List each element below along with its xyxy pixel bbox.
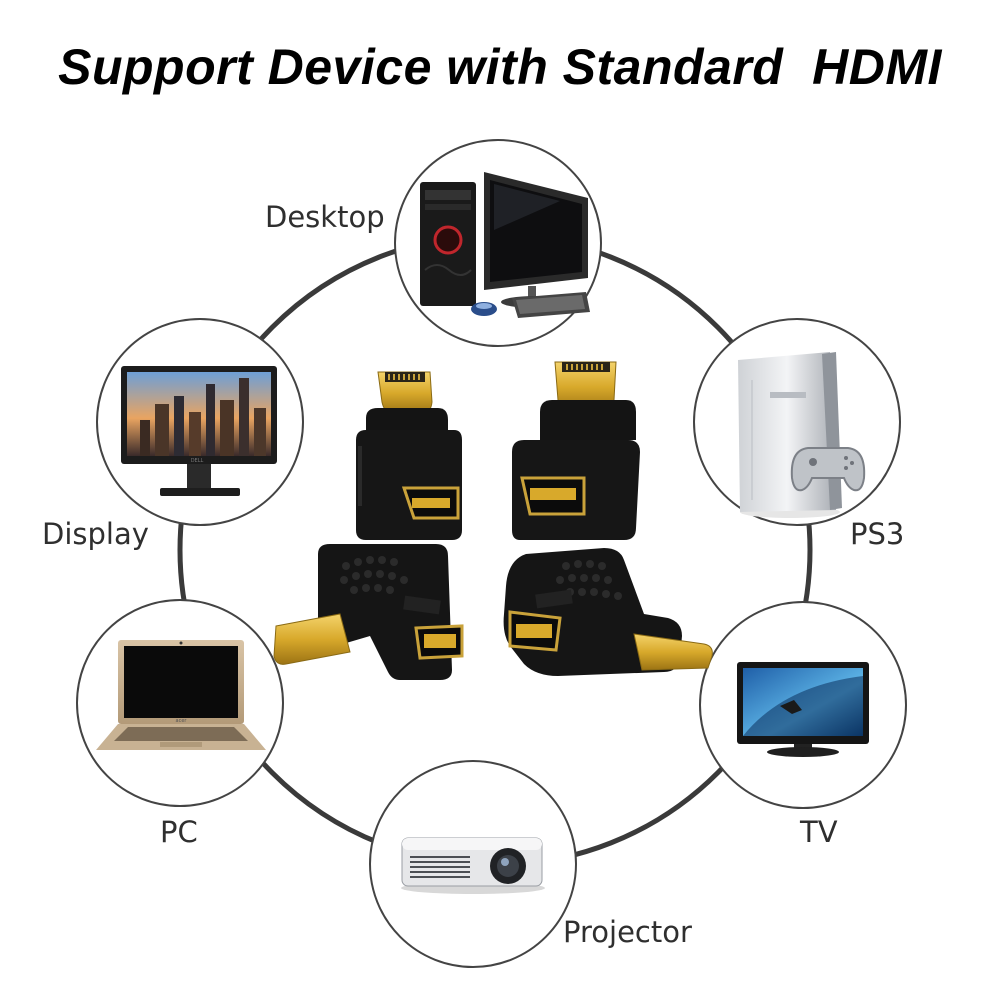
svg-text:DELL: DELL xyxy=(191,458,204,464)
hdmi-adapter-left-angle xyxy=(273,544,464,680)
desktop-label: Desktop xyxy=(265,200,385,234)
ps3-label: PS3 xyxy=(850,517,905,551)
tv-device-circle xyxy=(699,601,907,809)
display-device-circle: DELL xyxy=(96,318,304,526)
ps3-console-icon xyxy=(738,352,842,518)
projector-label: Projector xyxy=(563,915,692,949)
desktop-device-circle xyxy=(394,139,602,347)
laptop-icon: acer xyxy=(96,640,266,750)
ps3-device-circle xyxy=(693,318,901,526)
projector-device-circle xyxy=(369,760,577,968)
hdmi-adapter-right-angle xyxy=(503,548,713,676)
pc-label: PC xyxy=(160,815,198,849)
hdmi-adapter-upright-right xyxy=(512,361,640,540)
display-label: Display xyxy=(42,517,149,551)
tv-label: TV xyxy=(800,815,838,849)
hdmi-adapter-upright-left xyxy=(356,371,462,540)
projector-icon xyxy=(401,837,545,894)
svg-text:acer: acer xyxy=(176,718,188,724)
desktop-computer-icon xyxy=(420,172,590,318)
television-icon xyxy=(737,662,869,757)
monitor-icon: DELL xyxy=(121,366,277,496)
pc-device-circle: acer xyxy=(76,599,284,807)
game-controller-icon xyxy=(790,447,866,492)
page-title: Support Device with Standard HDMI xyxy=(58,39,942,95)
